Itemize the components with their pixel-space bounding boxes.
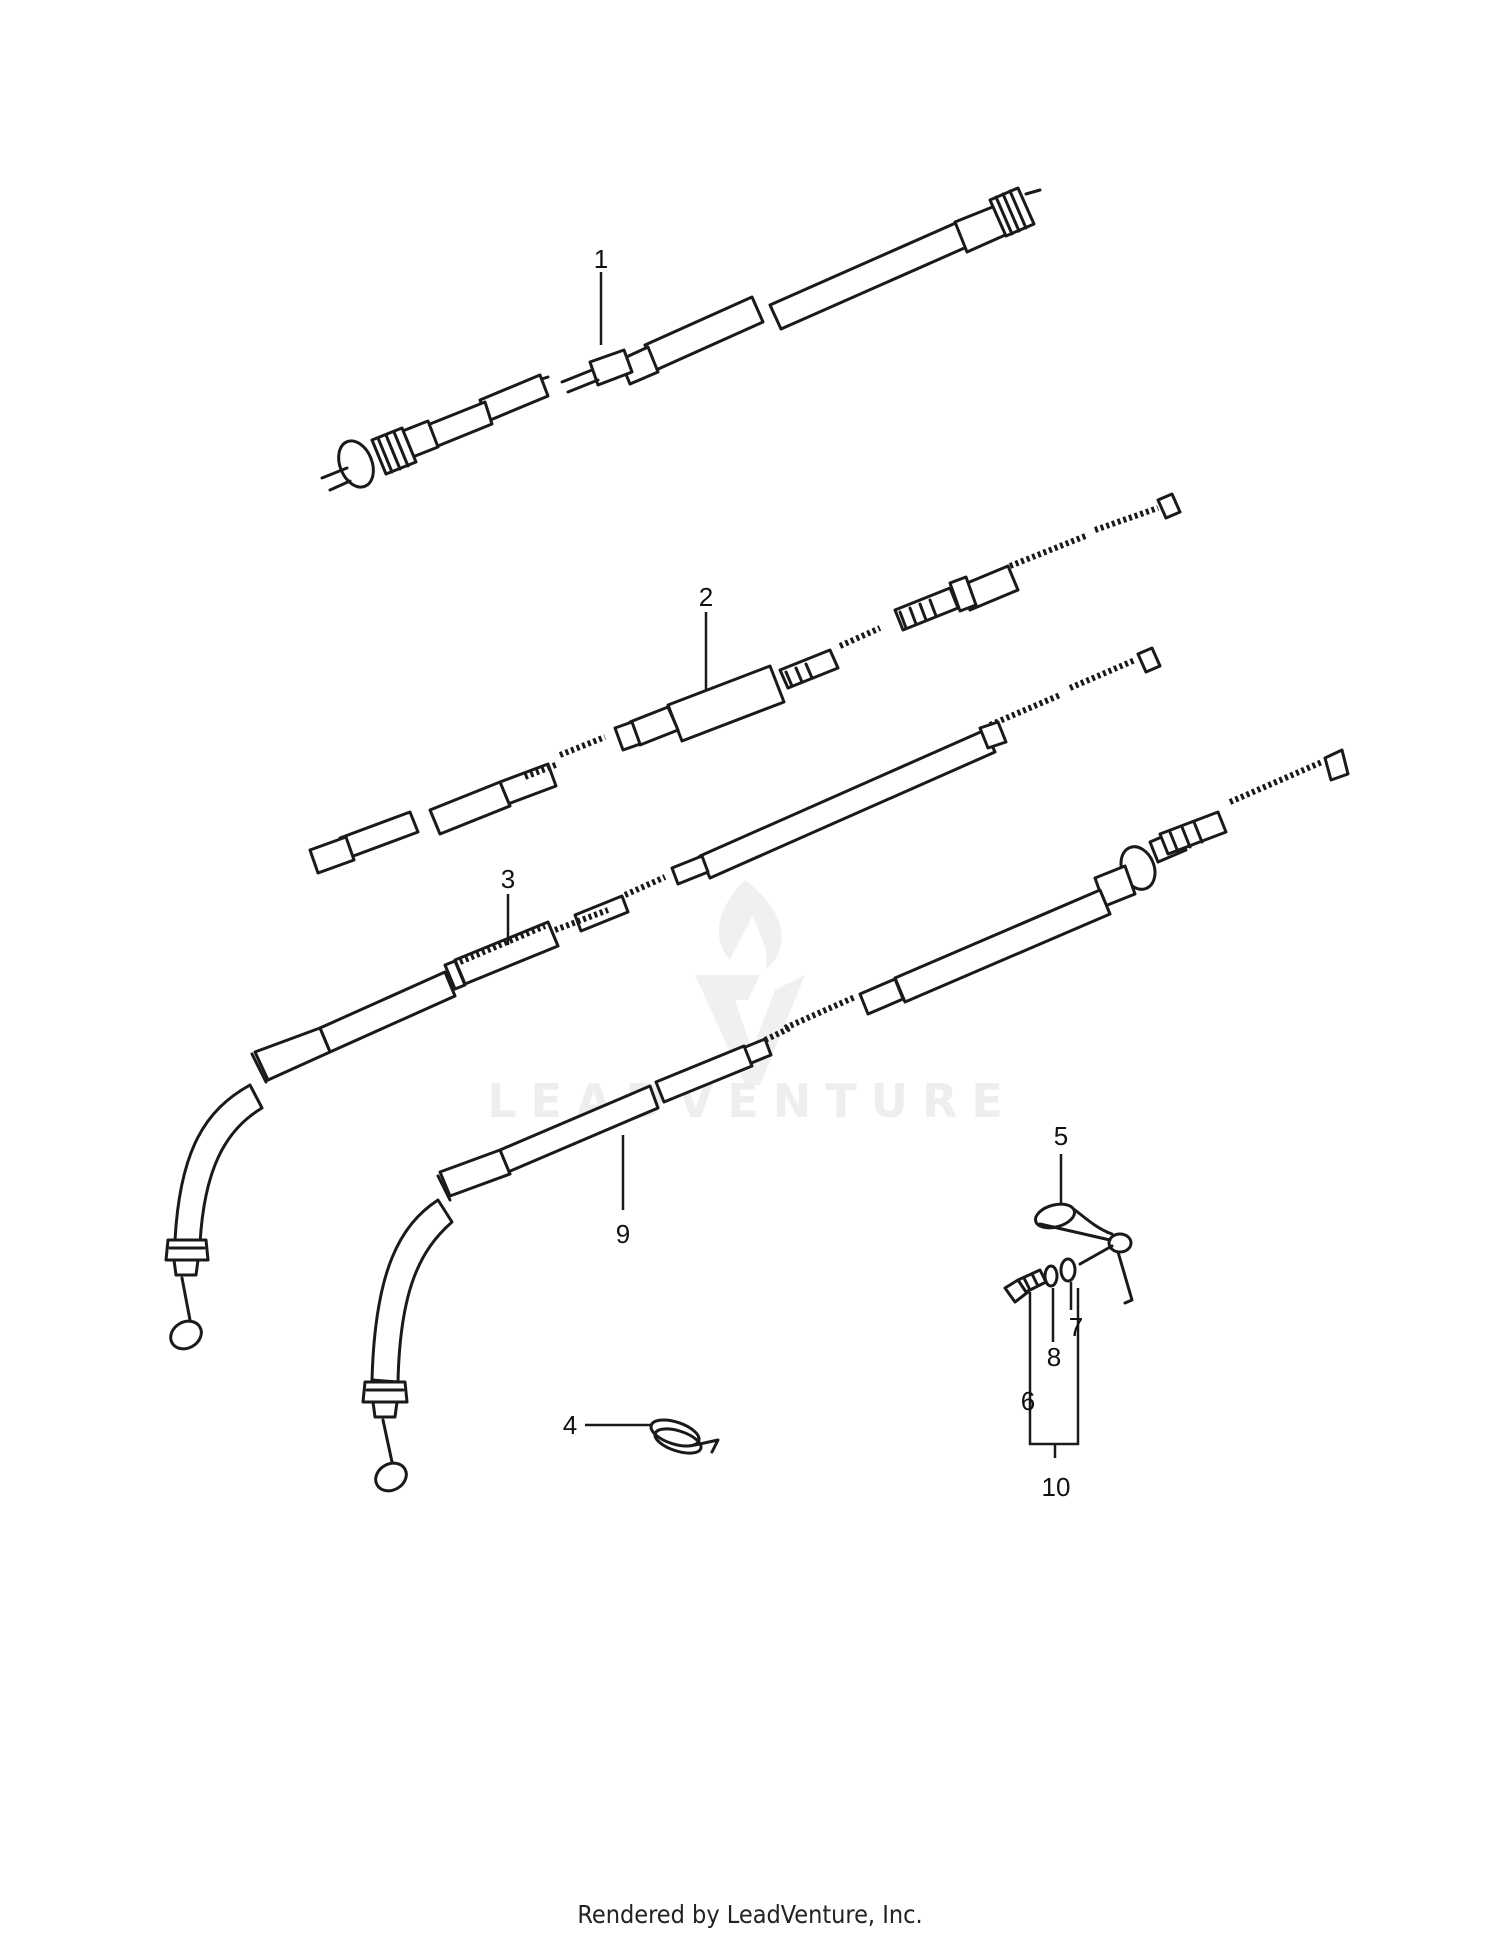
callout-5: 5 bbox=[1054, 1121, 1068, 1151]
callout-6: 6 bbox=[1021, 1386, 1035, 1416]
parts-5-8-hardware bbox=[1003, 1154, 1134, 1458]
callout-4: 4 bbox=[563, 1410, 577, 1440]
watermark-text: LEADVENTURE bbox=[487, 1074, 1017, 1128]
callout-9: 9 bbox=[616, 1219, 630, 1249]
cable-3-throttle bbox=[164, 646, 1162, 1351]
part-4-clamp bbox=[585, 1418, 720, 1455]
watermark-v-logo-icon bbox=[695, 975, 805, 1085]
leader-10 bbox=[1028, 1288, 1080, 1458]
footer-credit: Rendered by LeadVenture, Inc. bbox=[577, 1900, 923, 1929]
callouts: 1 2 3 4 5 6 7 8 9 10 bbox=[501, 244, 1083, 1502]
callout-10: 10 bbox=[1042, 1472, 1071, 1502]
cable-2-tachometer bbox=[308, 492, 1182, 875]
part-7-washer bbox=[1059, 1257, 1077, 1283]
callout-1: 1 bbox=[594, 244, 608, 274]
cable-9-throttle bbox=[361, 748, 1350, 1493]
cable-1-speedometer bbox=[320, 186, 1042, 492]
callout-8: 8 bbox=[1047, 1342, 1061, 1372]
callout-3: 3 bbox=[501, 864, 515, 894]
callout-2: 2 bbox=[699, 582, 713, 612]
watermark: LEADVENTURE bbox=[487, 880, 1017, 1128]
watermark-flame-icon bbox=[718, 880, 782, 970]
callout-7: 7 bbox=[1069, 1312, 1083, 1342]
part-8-washer bbox=[1043, 1264, 1059, 1288]
